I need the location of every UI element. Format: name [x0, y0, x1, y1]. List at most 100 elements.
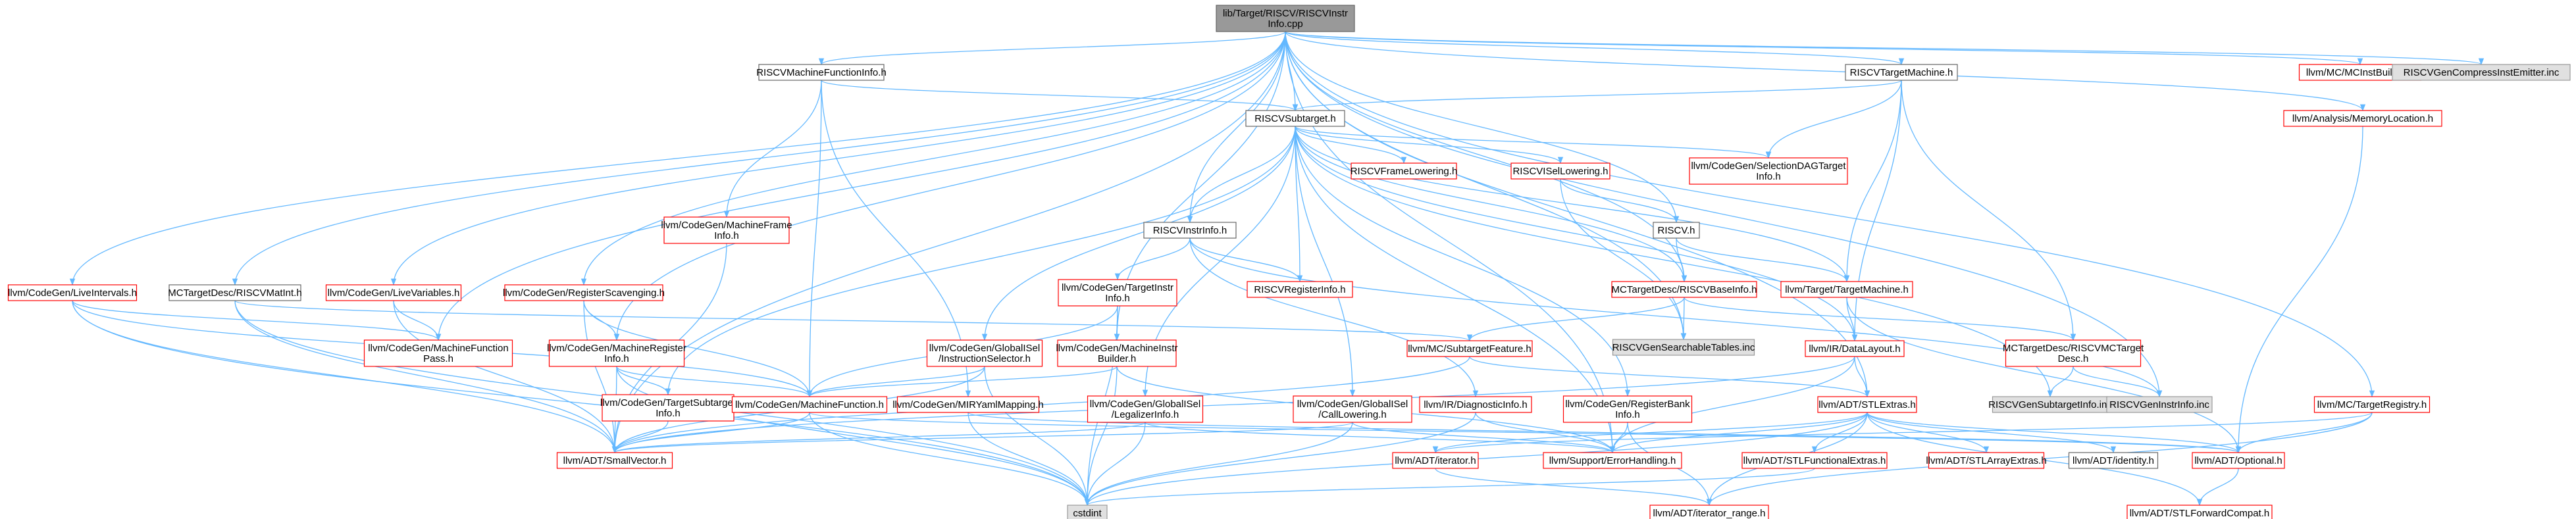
node-box: [1780, 281, 1913, 298]
node-label: /InstructionSelector.h: [939, 353, 1031, 364]
node-riscvh[interactable]: RISCV.h: [1653, 222, 1700, 239]
node-label: llvm/ADT/STLArrayExtras.h: [1926, 455, 2046, 466]
node-label: llvm/CodeGen/MachineRegister: [547, 343, 686, 354]
node-matint[interactable]: MCTargetDesc/RISCVMatInt.h: [168, 284, 302, 301]
node-smallvec[interactable]: llvm/ADT/SmallVector.h: [556, 452, 673, 469]
node-reginfo[interactable]: RISCVRegisterInfo.h: [1247, 281, 1353, 298]
edge-liveint-to-mfpass: [72, 300, 441, 341]
edge-subtarget-to-framelow: [1295, 126, 1407, 164]
node-memloc[interactable]: llvm/Analysis/MemoryLocation.h: [2283, 110, 2442, 127]
edge-matint-to-subfeat: [234, 300, 1472, 342]
node-livevars[interactable]: llvm/CodeGen/LiveVariables.h: [325, 284, 462, 301]
node-box: [2313, 396, 2431, 413]
node-box: [548, 339, 685, 367]
node-label: llvm/MC/TargetRegistry.h: [2317, 399, 2427, 410]
node-root[interactable]: lib/Target/RISCV/RISCVInstrInfo.cpp: [1216, 5, 1355, 32]
edge-root-to-mfi: [819, 31, 1286, 66]
edge-mctd-to-subinfo: [2047, 366, 2074, 398]
edge-mf-to-cstdint: [809, 412, 1091, 507]
node-label: llvm/ADT/Optional.h: [2194, 455, 2282, 466]
node-searchable[interactable]: RISCVGenSearchableTables.inc: [1612, 339, 1755, 356]
node-geninstr[interactable]: RISCVGenInstrInfo.inc: [2106, 396, 2213, 413]
node-cstdint[interactable]: cstdint: [1067, 505, 1108, 519]
node-subfeat[interactable]: llvm/MC/SubtargetFeature.h: [1406, 340, 1533, 357]
node-mf[interactable]: llvm/CodeGen/MachineFunction.h: [731, 396, 888, 413]
node-label: llvm/CodeGen/RegisterBank: [1565, 399, 1690, 410]
edge-regscav-to-mf: [583, 300, 813, 398]
node-calllow[interactable]: llvm/CodeGen/GlobalISel/CallLowering.h: [1293, 395, 1412, 423]
edge-livevars-to-smallvec: [393, 300, 618, 454]
edge-regbank-to-errh: [1609, 422, 1628, 454]
node-box: [556, 452, 673, 469]
node-fwdcompat[interactable]: llvm/ADT/STLForwardCompat.h: [2126, 505, 2273, 519]
node-label: /LegalizerInfo.h: [1112, 409, 1179, 420]
node-label: Info.h: [714, 230, 739, 241]
node-label: MCTargetDesc/RISCVMatInt.h: [168, 287, 301, 299]
edge-root-to-riscvh: [1285, 31, 1680, 224]
node-box: [1245, 110, 1345, 127]
node-label: llvm/ADT/STLForwardCompat.h: [2130, 508, 2270, 519]
node-isel[interactable]: llvm/CodeGen/GlobalISel/InstructionSelec…: [926, 339, 1043, 367]
node-label: llvm/CodeGen/GlobalISel: [1297, 399, 1408, 410]
edge-registry-to-iterator: [1433, 412, 2373, 454]
node-arrayext[interactable]: llvm/ADT/STLArrayExtras.h: [1926, 452, 2047, 469]
node-iterator[interactable]: llvm/ADT/iterator.h: [1392, 452, 1479, 469]
node-box: [363, 339, 513, 367]
node-tm[interactable]: RISCVTargetMachine.h: [1845, 64, 1958, 81]
node-subtarget[interactable]: RISCVSubtarget.h: [1245, 110, 1345, 127]
node-legal[interactable]: llvm/CodeGen/GlobalISel/LegalizerInfo.h: [1087, 395, 1204, 423]
dependency-edges: [69, 31, 2484, 507]
node-regscav[interactable]: llvm/CodeGen/RegisterScavenging.h: [503, 284, 665, 301]
edge-isel-to-mf: [806, 366, 985, 398]
node-label: llvm/CodeGen/GlobalISel: [929, 343, 1040, 354]
node-label: Info.h: [656, 408, 681, 419]
dependency-nodes: lib/Target/RISCV/RISCVInstrInfo.cppRISCV…: [7, 5, 2571, 519]
node-box: [1351, 162, 1457, 180]
node-errh[interactable]: llvm/Support/ErrorHandling.h: [1543, 452, 1682, 469]
node-optional[interactable]: llvm/ADT/Optional.h: [2192, 452, 2285, 469]
node-label: RISCVGenInstrInfo.inc: [2109, 399, 2209, 410]
edge-mf-to-optional: [809, 412, 2241, 454]
node-datalayout[interactable]: llvm/IR/DataLayout.h: [1805, 340, 1905, 357]
edge-subtarget-to-tsi: [665, 126, 1296, 396]
node-box: [2392, 64, 2571, 81]
node-label: RISCVFrameLowering.h: [1351, 166, 1458, 177]
edge-subtarget-to-subinfo: [1295, 126, 2053, 398]
node-label: RISCVRegisterInfo.h: [1254, 284, 1345, 295]
node-framelow[interactable]: RISCVFrameLowering.h: [1351, 162, 1458, 180]
node-diag[interactable]: llvm/IR/DiagnosticInfo.h: [1419, 396, 1532, 413]
node-stlfunc[interactable]: llvm/ADT/STLFunctionalExtras.h: [1741, 452, 1888, 469]
node-identity[interactable]: llvm/ADT/identity.h: [2068, 452, 2159, 469]
node-box: [2106, 396, 2213, 413]
node-compress[interactable]: RISCVGenCompressInstEmitter.inc: [2392, 64, 2571, 81]
node-mfi[interactable]: RISCVMachineFunctionInfo.h: [756, 64, 887, 81]
edge-stlext-to-identity: [1867, 412, 2117, 454]
node-baseinfo[interactable]: MCTargetDesc/RISCVBaseInfo.h: [1611, 281, 1757, 298]
node-stlext[interactable]: llvm/ADT/STLExtras.h: [1817, 396, 1917, 413]
node-range[interactable]: llvm/ADT/iterator_range.h: [1649, 505, 1769, 519]
node-label: Info.h: [604, 353, 629, 364]
node-liveint[interactable]: llvm/CodeGen/LiveIntervals.h: [7, 284, 138, 301]
node-isellow[interactable]: RISCVISelLowering.h: [1510, 162, 1610, 180]
node-registry[interactable]: llvm/MC/TargetRegistry.h: [2313, 396, 2431, 413]
edge-legal-to-cstdint: [1084, 422, 1146, 507]
node-label: cstdint: [1073, 508, 1102, 519]
edge-subtarget-to-reginfo: [1295, 126, 1303, 283]
edge-mfi-to-mframe: [723, 80, 822, 218]
edge-isellow-to-riscvh: [1560, 178, 1680, 224]
node-subinfo[interactable]: RISCVGenSubtargetInfo.inc: [1988, 396, 2112, 413]
edge-mfi-to-mf: [806, 80, 822, 398]
node-mir[interactable]: llvm/CodeGen/MIRYamlMapping.h: [892, 396, 1044, 413]
node-label: RISCVSubtarget.h: [1254, 113, 1335, 124]
node-instrinfo[interactable]: RISCVInstrInfo.h: [1143, 222, 1237, 239]
node-basetm[interactable]: llvm/Target/TargetMachine.h: [1780, 281, 1913, 298]
